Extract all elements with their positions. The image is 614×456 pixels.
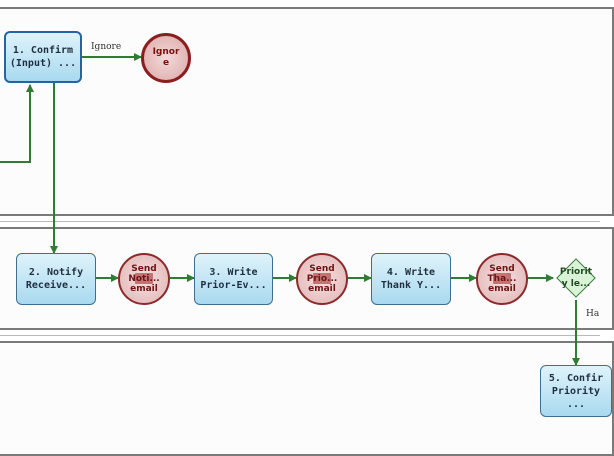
envelope-icon [313,273,331,284]
event-label: Send Noti... email [128,264,160,294]
flow-label-gateway-out: Ha [586,309,600,319]
send-notification-email-event[interactable]: Send Noti... email [118,253,170,305]
task-confirm-priority[interactable]: 5. Confir Priority ... [540,365,612,417]
swimlane-1 [0,7,614,216]
event-label: Send Tha... email [487,264,517,294]
flow-incoming [0,84,34,163]
task-write-thank-you[interactable]: 4. Write Thank Y... [371,253,451,305]
task-confirm-input[interactable]: 1. Confirm (Input) ... [4,31,82,83]
send-thank-you-email-event[interactable]: Send Tha... email [476,253,528,305]
task-notify-receiver[interactable]: 2. Notify Receive... [16,253,96,305]
end-event-ignore[interactable]: Ignor e [141,33,191,83]
gateway-label: Priorit y le... [559,267,593,289]
swimlane-3 [0,341,614,456]
task-write-prior-event[interactable]: 3. Write Prior-Ev... [194,253,273,305]
envelope-icon [135,273,153,284]
event-label: Send Prio... email [306,264,338,294]
flow-label-ignore: Ignore [91,42,122,52]
priority-level-gateway[interactable]: Priorit y le... [556,258,596,298]
lane-divider [0,221,600,222]
send-prior-email-event[interactable]: Send Prio... email [296,253,348,305]
envelope-icon [493,273,511,284]
lane-divider [0,335,600,336]
sequence-flows [0,53,580,366]
